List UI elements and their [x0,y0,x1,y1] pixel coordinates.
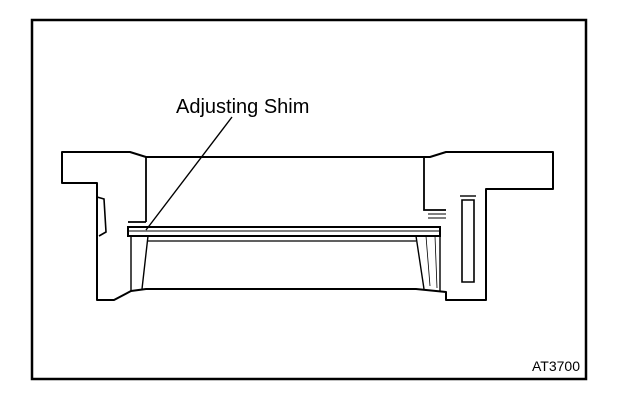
bore-wall-right [423,157,446,211]
right-lug [461,199,475,283]
callout-leader-line [145,116,233,231]
left-lug [96,196,107,237]
bearing-race-left-taper [130,235,149,291]
right-shoulder-detail [428,213,446,219]
adjusting-shim-label: Adjusting Shim [176,96,309,118]
figure-code: AT3700 [532,358,580,374]
figure-frame [30,18,588,381]
race-hatching [425,235,438,289]
bearing-race-right-taper [415,235,441,292]
housing-outline [61,151,554,301]
